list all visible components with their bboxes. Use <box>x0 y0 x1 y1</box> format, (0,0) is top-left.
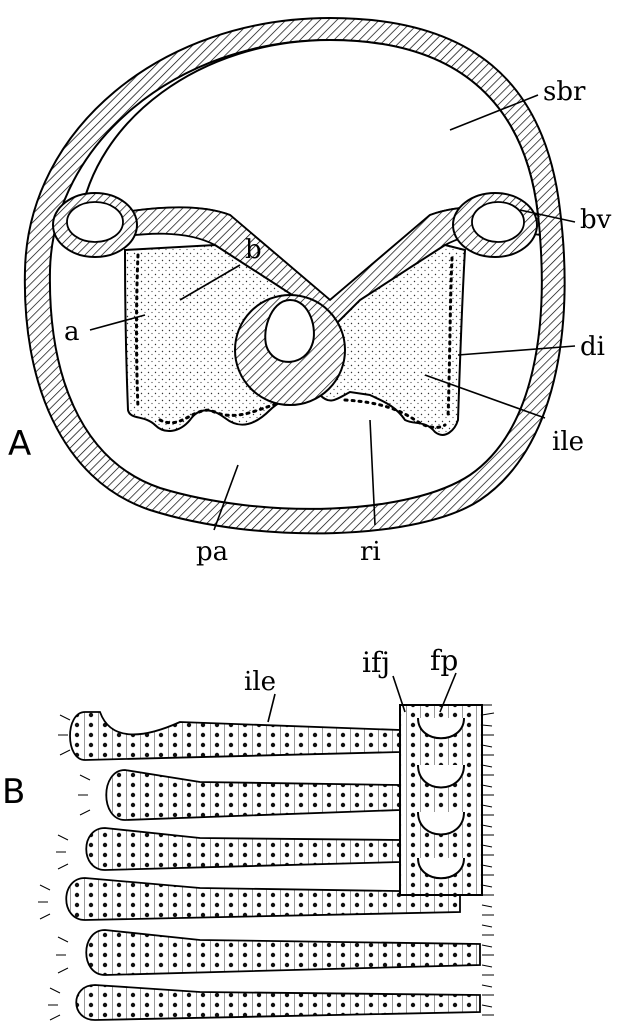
follicle-column <box>400 705 482 895</box>
label-di: di <box>580 332 605 362</box>
label-sbr: sbr <box>543 77 586 107</box>
label-pa: pa <box>196 537 228 567</box>
label-ile-b: ile <box>244 667 276 697</box>
central-duct <box>235 295 345 405</box>
left-blood-vessel <box>53 193 137 257</box>
label-ile: ile <box>552 427 584 457</box>
lamella-6 <box>76 985 480 1020</box>
label-b: b <box>245 235 262 265</box>
panel-a: sbr bv b a di ile pa ri A <box>8 18 612 567</box>
lamella-3 <box>86 828 400 870</box>
right-blood-vessel <box>453 193 537 257</box>
label-a: a <box>64 317 80 347</box>
label-ifj: ifj <box>362 646 390 679</box>
label-fp: fp <box>430 644 458 677</box>
label-ri: ri <box>360 537 381 567</box>
panel-letter-b: B <box>2 772 25 812</box>
panel-letter-a: A <box>8 424 31 464</box>
panel-b: ile ifj fp B <box>2 644 494 1020</box>
label-bv: bv <box>580 205 612 235</box>
lamella-2 <box>106 770 400 820</box>
lamella-1 <box>70 712 400 760</box>
lamella-5 <box>86 930 480 975</box>
